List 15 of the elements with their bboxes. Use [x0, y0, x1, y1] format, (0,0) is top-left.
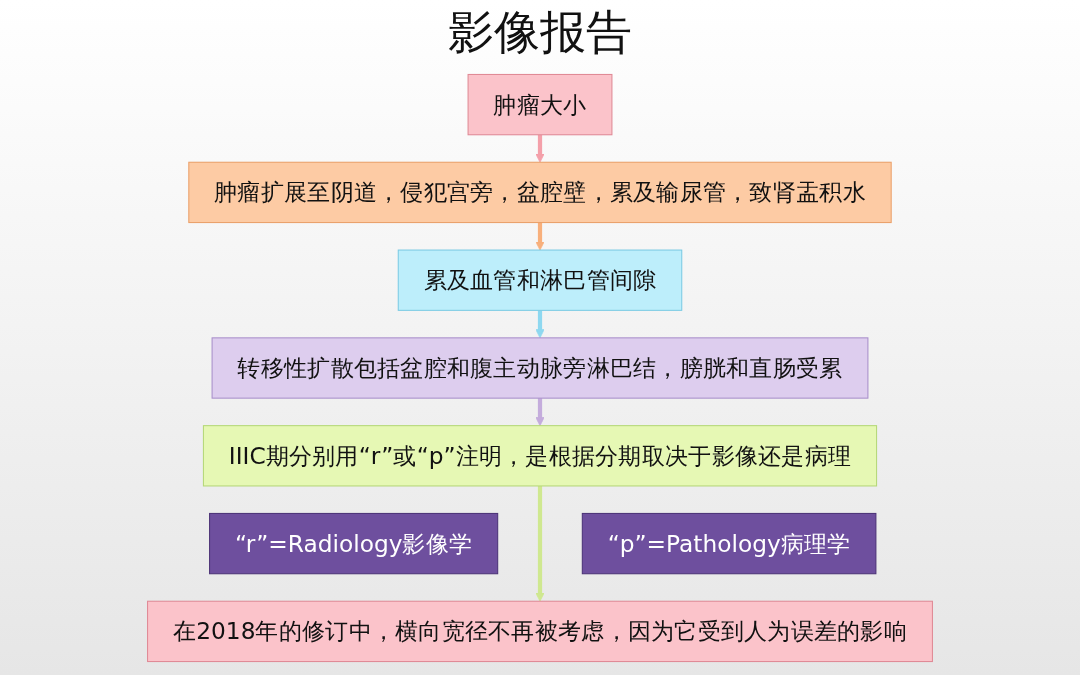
node-box — [211, 337, 869, 399]
arrow — [535, 134, 545, 163]
arrow — [535, 485, 545, 602]
arrow — [535, 222, 545, 251]
arrow — [535, 398, 545, 427]
node-box — [581, 512, 877, 575]
node-box — [397, 249, 683, 311]
node-box — [209, 512, 499, 575]
node-box — [467, 73, 613, 136]
flowchart: 肿瘤大小 肿瘤扩展至阴道，侵犯宫旁，盆腔壁，累及输尿管，致肾盂积水 累及血管和淋巴管间隙 转移性扩散包括盆腔和腹主动脉旁淋巴结，膀胱和直肠受累 IIIC期分别用“r”或“p”注明，是根据分期取决于影像还是病理 “r”=Radiology影像学 “p”=Pathology病理学 在2018年的修订中，横向宽径不再被考虑，因为它受到人为误差的影响 — [20, 66, 1060, 670]
title: 影像报告 — [448, 4, 632, 60]
node-box — [202, 425, 878, 487]
arrow — [535, 310, 545, 339]
node-box — [147, 600, 933, 663]
node-box — [188, 161, 892, 224]
